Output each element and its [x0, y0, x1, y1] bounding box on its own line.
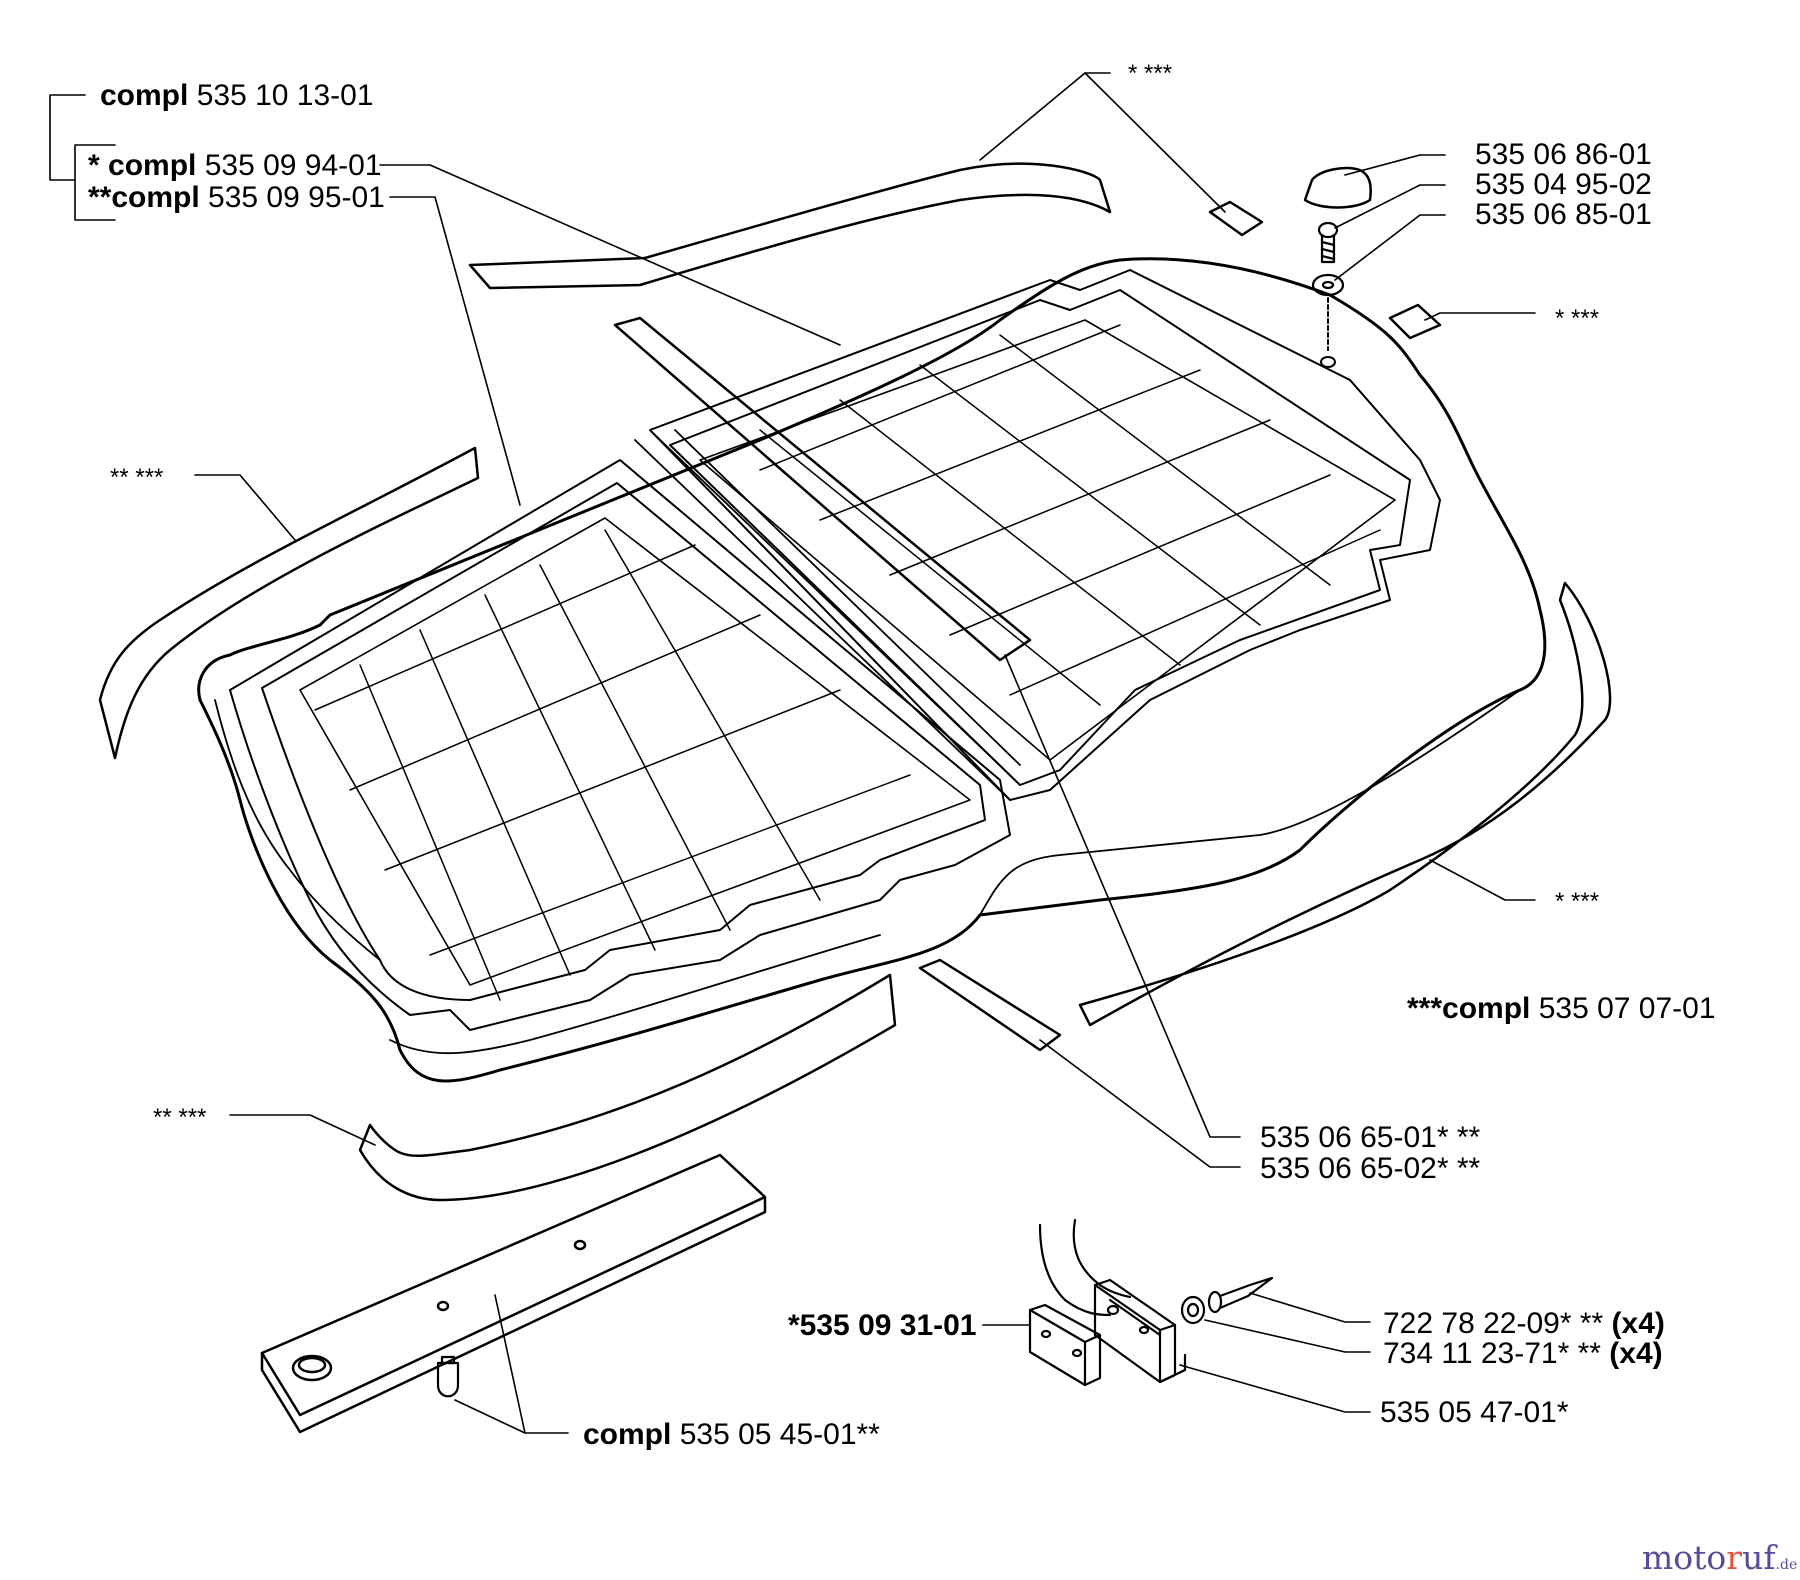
label-bold-part: compl — [100, 79, 189, 112]
bracket-detail-outline — [1038, 1218, 1132, 1317]
decal-small-top — [1208, 200, 1264, 237]
knob-screw — [1317, 221, 1339, 264]
decal-small-right — [1388, 303, 1442, 340]
decal-left — [98, 446, 480, 760]
label-bold-part: **compl — [88, 181, 200, 214]
bracket-plate-part — [1028, 1303, 1102, 1387]
label-bold-part: (x4) — [1611, 1307, 1665, 1340]
label-bold-part: * compl — [88, 149, 197, 182]
label-bold-part: ***compl — [1407, 992, 1531, 1025]
label-decal-front-left-stars: ** *** — [153, 1104, 207, 1131]
decal-center-strip — [613, 316, 1032, 662]
label-rest-part: 535 09 94-01 — [196, 149, 382, 182]
watermark-logo: motoruf.de — [1642, 1538, 1797, 1577]
label-screw: 535 04 95-02 — [1475, 168, 1652, 201]
label-rest-part: 535 05 45-01** — [671, 1418, 880, 1451]
knob-cap — [1303, 166, 1372, 209]
rear-cushion-grid — [229, 459, 1011, 1031]
label-rivet: 722 78 22-09* ** (x4) — [1383, 1309, 1665, 1339]
label-compl-top: compl 535 10 13-01 — [100, 81, 374, 111]
label-strip-1: 535 06 65-01* ** — [1260, 1121, 1481, 1154]
seat-rail-bolt — [436, 1355, 460, 1398]
label-compl-decals: ***compl 535 07 07-01 — [1407, 994, 1716, 1024]
bracket-part — [1093, 1278, 1187, 1384]
knob-washer — [1311, 273, 1345, 297]
label-bracket-plate: *535 09 31-01 — [788, 1309, 977, 1342]
label-text-part: 734 11 23-71* ** — [1383, 1337, 1610, 1370]
label-rest-part: 535 07 07-01 — [1530, 992, 1716, 1025]
label-decal-right-stars: * *** — [1555, 305, 1600, 332]
watermark-part: moto — [1642, 1538, 1727, 1577]
label-washer: 535 06 85-01 — [1475, 198, 1652, 231]
seat-rail — [260, 1153, 767, 1434]
seat-groove — [634, 429, 1021, 801]
label-strip-2: 535 06 65-02* ** — [1260, 1152, 1481, 1185]
label-rivet-washer: 734 11 23-71* ** (x4) — [1383, 1339, 1663, 1369]
decal-front-strip — [918, 958, 1062, 1052]
label-decal-left-stars: ** *** — [110, 464, 164, 491]
label-decal-front-right-stars: * *** — [1555, 888, 1600, 915]
knob-hole — [1320, 297, 1336, 368]
label-rest-part: 535 09 95-01 — [199, 181, 385, 214]
leader-lines — [49, 72, 1536, 1434]
label-seat-rail: compl 535 05 45-01** — [583, 1420, 880, 1450]
label-decal-top-stars: * *** — [1128, 60, 1173, 87]
label-cap: 535 06 86-01 — [1475, 138, 1652, 171]
label-bold-part: (x4) — [1609, 1337, 1663, 1370]
decal-top — [468, 162, 1112, 290]
label-compl-star: * compl 535 09 94-01 — [88, 151, 382, 181]
label-compl-dstar: **compl 535 09 95-01 — [88, 183, 385, 213]
label-rest-part: 535 10 13-01 — [188, 79, 374, 112]
label-text-part: 722 78 22-09* ** — [1383, 1307, 1612, 1340]
watermark-part: uf — [1742, 1538, 1776, 1577]
decal-right-side — [1078, 581, 1612, 1027]
decal-front-left — [358, 973, 897, 1202]
seat-shell — [197, 257, 1547, 1083]
label-bracket: 535 05 47-01* — [1380, 1396, 1569, 1429]
front-cushion-grid — [649, 269, 1441, 801]
watermark-part: r — [1726, 1538, 1743, 1577]
label-bold-part: compl — [583, 1418, 672, 1451]
rivet-part — [1180, 1276, 1274, 1325]
watermark-suffix: .de — [1775, 1557, 1798, 1573]
